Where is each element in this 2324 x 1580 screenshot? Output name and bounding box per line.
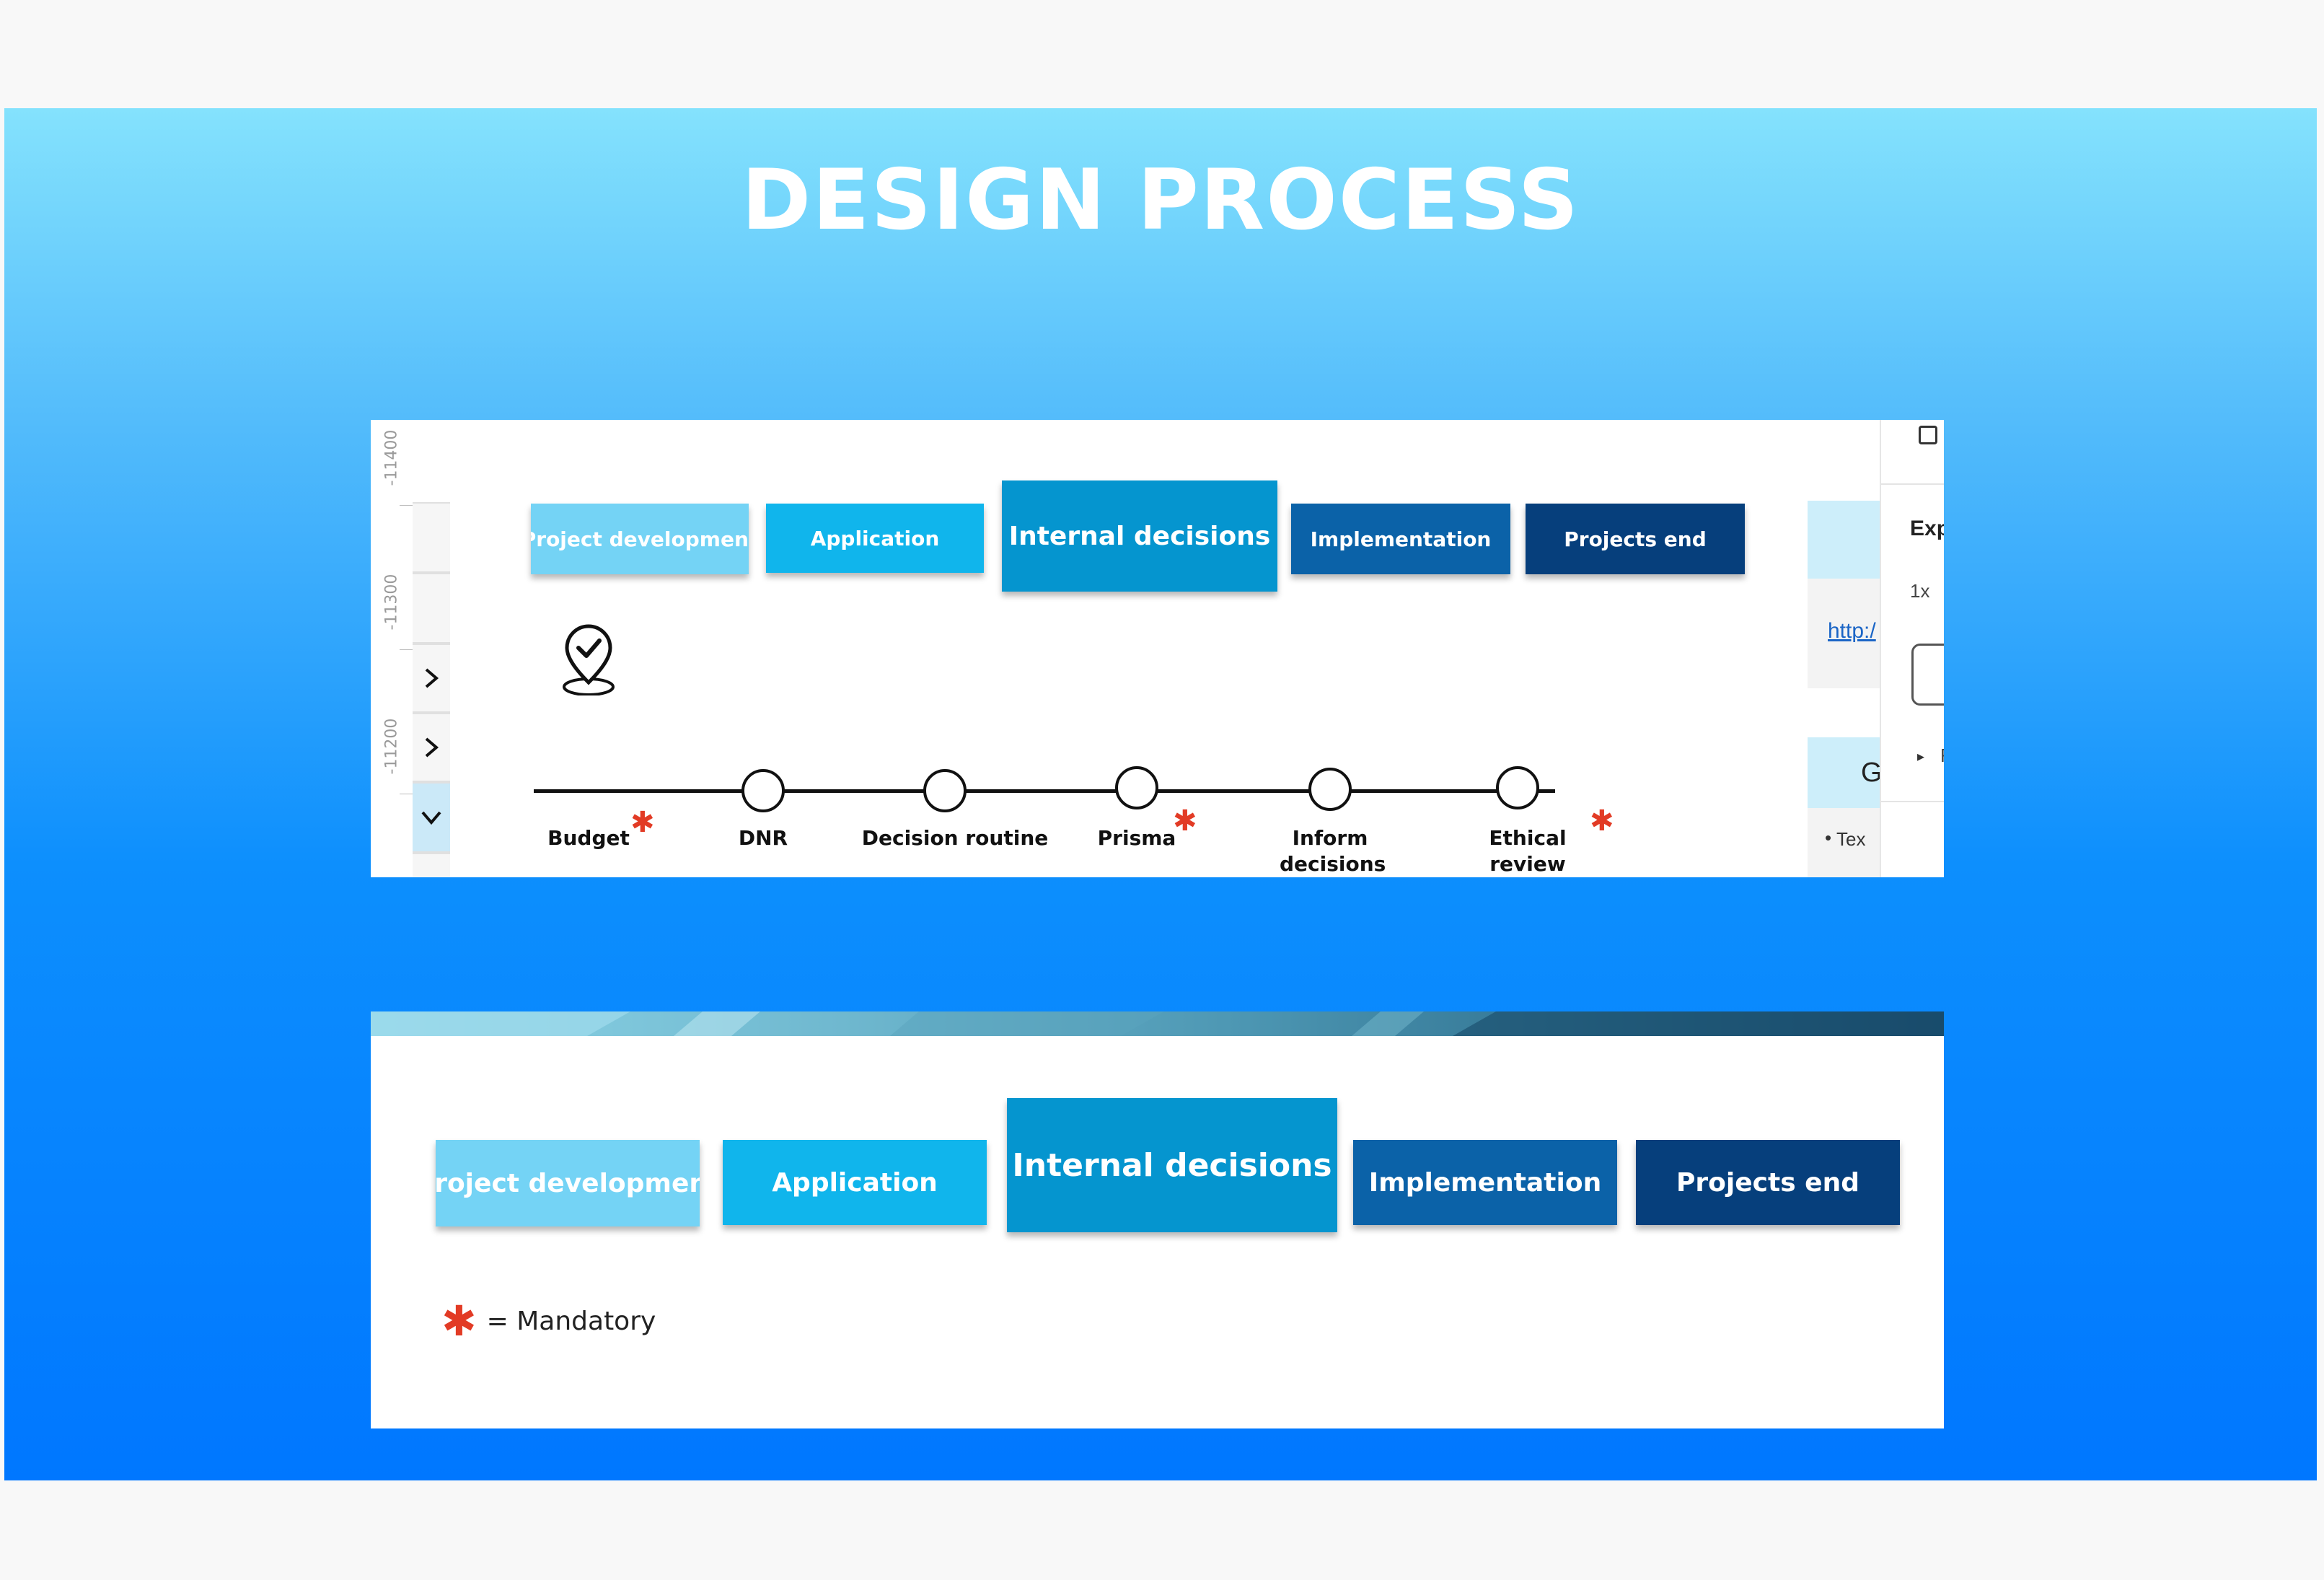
scale-label[interactable]: 1x (1910, 580, 1930, 602)
expand-label[interactable]: F (1940, 745, 1944, 767)
phase-internal-decisions[interactable]: Internal decisions (1002, 480, 1277, 592)
chevron-right-icon (425, 668, 439, 688)
export-button[interactable] (1911, 644, 1944, 706)
mandatory-star-icon: ✱ (630, 807, 655, 838)
step-label-inform-decisions: Inform decisions (1280, 826, 1386, 876)
side-card-body-2: Tex • (1808, 808, 1887, 877)
final-design-panel: Project development Application Internal… (371, 1011, 1944, 1428)
location-check-pin-icon (563, 624, 615, 695)
export-label: Exp (1910, 517, 1944, 540)
mandatory-star-icon: ✱ (1173, 805, 1197, 837)
expand-triangle-icon[interactable]: ▸ (1917, 749, 1925, 765)
legend-text: = Mandatory (486, 1306, 656, 1336)
row-gutter (413, 420, 450, 877)
step-label-dnr: DNR (738, 826, 788, 850)
phase-project-development[interactable]: Project development (436, 1140, 700, 1226)
ruler-label: -11400 (382, 429, 401, 486)
timeline-node-ethical-review[interactable] (1496, 766, 1539, 809)
chevron-down-icon (421, 811, 441, 825)
step-label-budget: Budget (547, 826, 630, 850)
ruler-label: -11300 (382, 574, 401, 631)
step-label-decision-routine: Decision routine (861, 826, 1049, 850)
phase-project-development[interactable]: Project development (531, 504, 749, 574)
phase-application[interactable]: Application (766, 504, 984, 573)
timeline-node-decision-routine[interactable] (923, 769, 967, 812)
side-card-header-2: G (1808, 737, 1887, 808)
step-label-ethical-review: Ethical review (1489, 826, 1567, 876)
gutter-row-toggle[interactable] (413, 713, 450, 782)
divider (1881, 483, 1944, 485)
step-label-prisma: Prisma (1097, 826, 1176, 850)
gutter-row (413, 573, 450, 644)
mandatory-legend: ✱ = Mandatory (441, 1300, 656, 1342)
gutter-row (413, 853, 450, 877)
panel-divider (1880, 420, 1881, 877)
bullet-dot-icon: • (1825, 827, 1832, 848)
side-bullet-text: Tex (1836, 828, 1866, 850)
ruler-mark (400, 505, 413, 506)
export-panel: Exp 1x ▸ F (1881, 420, 1944, 877)
gutter-row-toggle[interactable] (413, 644, 450, 713)
ruler-mark (400, 649, 413, 650)
chevron-right-icon (425, 737, 439, 758)
gutter-row-toggle-active[interactable] (413, 782, 450, 853)
editor-screenshot-panel: -11400 -11300 -11200 (371, 420, 1944, 877)
phase-implementation[interactable]: Implementation (1353, 1140, 1617, 1225)
side-link[interactable]: http:/ (1828, 619, 1876, 643)
timeline-node-prisma[interactable] (1115, 766, 1158, 809)
header-strip-pattern (371, 1011, 1944, 1036)
timeline-node-inform-decisions[interactable] (1308, 768, 1352, 811)
side-group-letter: G (1861, 758, 1883, 788)
panel-checkbox[interactable] (1919, 426, 1937, 444)
vertical-ruler: -11400 -11300 -11200 (371, 420, 413, 877)
gutter-row (413, 502, 450, 573)
mandatory-star-icon: ✱ (1590, 805, 1614, 837)
timeline-line (534, 789, 1555, 793)
ruler-label: -11200 (382, 718, 401, 775)
side-card-body: http:/ (1808, 579, 1887, 688)
phase-projects-end[interactable]: Projects end (1526, 504, 1745, 574)
phase-application[interactable]: Application (723, 1140, 987, 1225)
header-strip (371, 1011, 1944, 1036)
side-card-header (1808, 501, 1887, 579)
phase-projects-end[interactable]: Projects end (1636, 1140, 1900, 1225)
phase-internal-decisions[interactable]: Internal decisions (1007, 1098, 1337, 1232)
mandatory-star-icon: ✱ (441, 1296, 477, 1346)
phase-implementation[interactable]: Implementation (1291, 504, 1510, 574)
slide-title: DESIGN PROCESS (741, 152, 1580, 249)
divider (1881, 801, 1944, 802)
timeline-node-dnr[interactable] (741, 769, 785, 812)
slide: DESIGN PROCESS -11400 -11300 -11200 (4, 108, 2317, 1480)
